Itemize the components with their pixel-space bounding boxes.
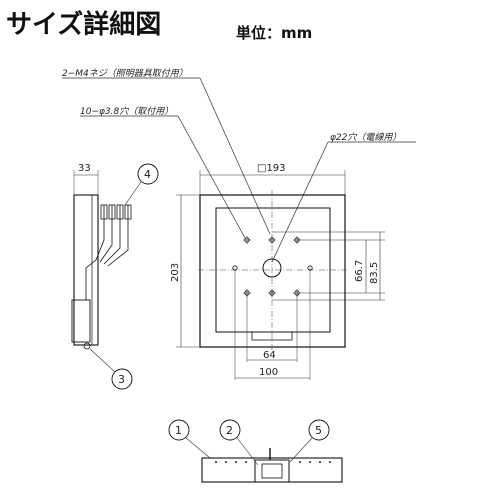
holes-annotation: 10−φ3.8穴（取付用） — [80, 106, 173, 117]
callout-4: 4 — [124, 163, 159, 206]
dim-vertical-66-7: 66.7 — [354, 260, 365, 282]
dim-span-100: 100 — [259, 367, 278, 378]
dim-span-64: 64 — [263, 350, 276, 361]
svg-text:2: 2 — [226, 424, 233, 437]
callout-3: 3 — [89, 348, 133, 390]
cable-hole-annotation: φ22穴（電線用） — [330, 132, 401, 143]
dim-depth-side: 33 — [78, 163, 91, 174]
dim-width-top: □193 — [257, 163, 286, 174]
svg-text:1: 1 — [175, 424, 182, 437]
mounting-holes — [232, 237, 313, 296]
page-title: サイズ詳細図 — [6, 10, 162, 40]
dim-vertical-83-5: 83.5 — [369, 262, 380, 284]
cable-hole-leader — [271, 141, 329, 263]
screw-annotation: 2−M4ネジ（照明器具取付用） — [62, 68, 188, 79]
bottom-view — [201, 448, 343, 483]
callout-2: 2 — [219, 419, 259, 466]
side-view — [71, 194, 132, 350]
holes-leader — [177, 115, 246, 239]
screw-leader — [199, 77, 271, 235]
callout-1: 1 — [168, 419, 211, 459]
svg-text:3: 3 — [118, 373, 125, 386]
front-view — [198, 190, 348, 350]
svg-text:4: 4 — [144, 168, 151, 181]
unit-label: 単位：mm — [236, 24, 313, 42]
dim-height-left: 203 — [170, 263, 181, 282]
callout-5: 5 — [289, 419, 330, 463]
svg-text:5: 5 — [315, 424, 322, 437]
cable-hole — [262, 258, 282, 278]
